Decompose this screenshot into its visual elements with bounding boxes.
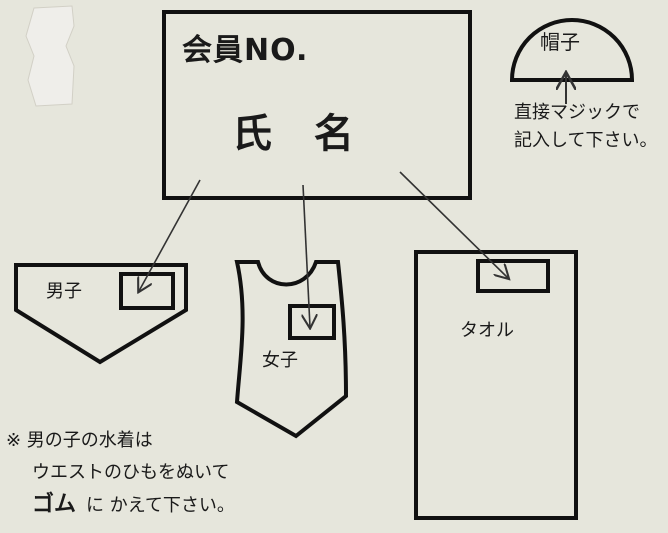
boys-label: 男子 (46, 281, 82, 302)
hat-shape (509, 18, 635, 82)
paper-scrap (25, 5, 75, 107)
hat-note-line2: 記入して下さい。 (514, 130, 658, 151)
pointer-to-towel (399, 171, 508, 278)
pointer-to-girls (303, 184, 310, 327)
girls-label-patch (288, 304, 336, 340)
footnote-emphasis: ゴム (32, 492, 77, 517)
towel-label-patch (476, 259, 550, 293)
pointer-to-boys (139, 179, 201, 291)
boys-swimsuit-shape (14, 263, 188, 365)
name-tag-box (162, 10, 472, 200)
hat-note-line1: 直接マジックで (514, 102, 640, 123)
footnote-line3: ゴムに かえて下さい。 (32, 494, 235, 516)
towel-label: タオル (460, 320, 514, 341)
boys-label-patch (119, 272, 175, 310)
girls-swimsuit-shape (234, 260, 349, 439)
footnote-line2: ウエストのひもをぬいて (32, 462, 230, 483)
girls-label: 女子 (262, 350, 298, 371)
hat-label: 帽子 (540, 30, 580, 54)
member-number-label: 会員NO. (182, 33, 309, 68)
name-label: 氏 名 (232, 111, 368, 157)
footnote-line1: ※ 男の子の水着は (6, 430, 153, 451)
towel-shape (414, 250, 578, 520)
footnote-line3-rest: に かえて下さい。 (86, 495, 235, 516)
